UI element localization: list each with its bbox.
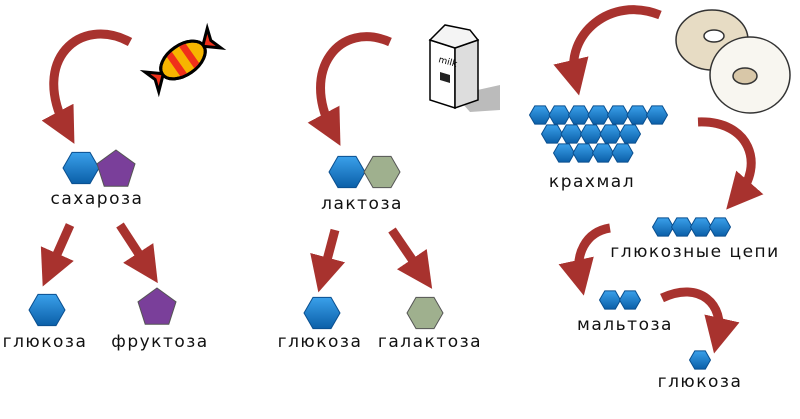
glucose-hexagon <box>560 124 583 144</box>
lactose-label: лактоза <box>321 194 403 214</box>
glucose-hexagon <box>552 143 576 163</box>
curved-arrow <box>697 117 764 210</box>
glucose-label: глюкоза <box>657 372 743 392</box>
maltose-label: мальтоза <box>577 315 673 335</box>
galactose-label: галактоза <box>377 332 483 352</box>
glucose-hexagon <box>548 105 571 125</box>
glucose-hexagon <box>579 124 603 144</box>
candy-icon <box>139 22 227 98</box>
starch-label: крахмал <box>548 172 636 192</box>
svg-text:milk: milk <box>437 55 459 70</box>
glucose-hexagon <box>328 155 366 189</box>
straight-arrow <box>310 228 346 293</box>
glucose-label: глюкоза <box>277 332 363 352</box>
curved-arrow <box>558 223 612 296</box>
straight-arrow <box>116 222 158 284</box>
curved-arrow <box>307 32 392 146</box>
glucose-hexagon <box>599 124 622 144</box>
glucose-hexagon <box>587 105 610 125</box>
glucose-hexagon <box>708 217 732 237</box>
glucose-hexagon <box>598 290 622 310</box>
straight-arrow <box>40 223 75 287</box>
glucose-hexagon <box>540 124 564 144</box>
glucose-hexagon <box>591 143 615 163</box>
sucrose-label: сахароза <box>50 189 144 209</box>
glucose-hexagon <box>567 105 591 125</box>
glucose-hexagon <box>62 151 100 185</box>
glucose-hexagon <box>618 124 642 144</box>
glucose-hexagon <box>28 293 66 327</box>
straight-arrow <box>388 227 433 289</box>
glucose-hexagon <box>611 143 634 163</box>
glucose-hexagon <box>688 350 712 370</box>
galactose-hexagon <box>406 296 444 330</box>
glucose-hexagon <box>645 105 669 125</box>
curved-arrow <box>553 5 662 96</box>
glucose-hexagon <box>528 105 552 125</box>
glucose-hexagon <box>606 105 630 125</box>
fructose-pentagon <box>96 149 136 187</box>
galactose-hexagon <box>363 155 401 189</box>
glucose-hexagon <box>651 217 675 237</box>
glucose-hexagon <box>572 143 595 163</box>
bagel-icon <box>675 9 791 114</box>
fructose-pentagon <box>137 287 177 325</box>
glucose-label: глюкоза <box>2 332 88 352</box>
glucose-hexagon <box>303 296 341 330</box>
glucose-chains-label: глюкозные цепи <box>610 242 780 262</box>
glucose-hexagon <box>626 105 649 125</box>
glucose-hexagon <box>670 217 694 237</box>
glucose-hexagon <box>618 290 642 310</box>
milk-carton-icon: milk <box>428 24 500 112</box>
curved-arrow <box>660 287 740 354</box>
curved-arrow <box>41 29 133 144</box>
fructose-label: фруктоза <box>111 332 209 352</box>
glucose-hexagon <box>689 217 713 237</box>
